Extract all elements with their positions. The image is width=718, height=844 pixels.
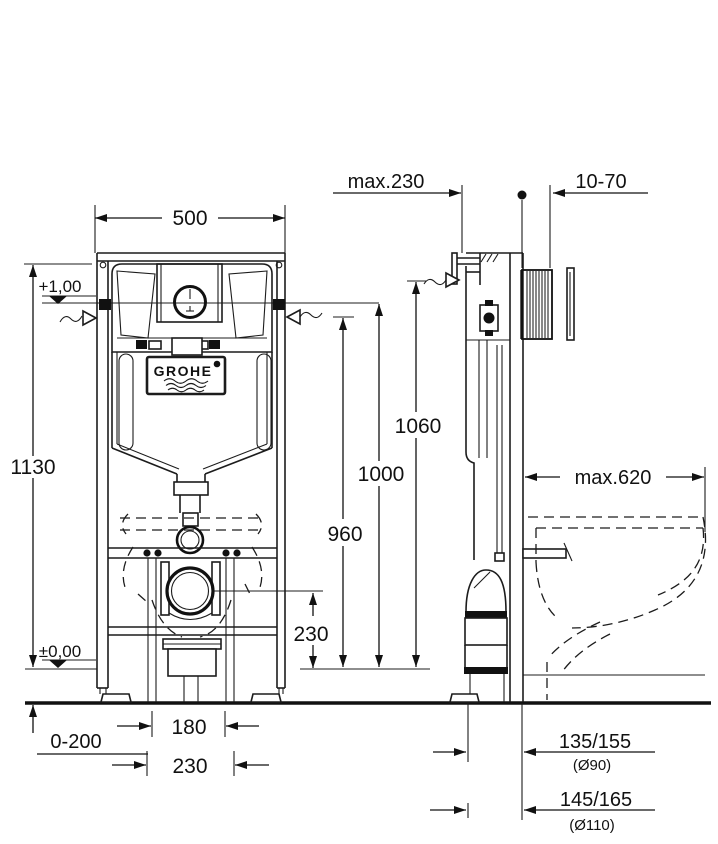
registered-mark-icon	[213, 360, 221, 368]
foot-plate-right	[249, 693, 283, 703]
dim-bowl-reach-label: max.620	[575, 467, 652, 489]
dim-1000-label: 1000	[358, 463, 405, 486]
level-triangle-icon	[49, 296, 67, 304]
foot-plate-side	[448, 693, 481, 703]
dim-wall-depth-label: max.230	[348, 171, 425, 193]
frame-feet	[99, 688, 284, 703]
squiggle-arrow-icon	[82, 309, 98, 327]
fixing-bolt-icon	[483, 312, 495, 324]
wall-anchor-right	[273, 299, 285, 310]
wall-bracket-side	[451, 252, 499, 285]
flush-plate-side	[566, 267, 575, 341]
dim-960-label: 960	[327, 523, 362, 546]
flush-valve-circle	[173, 285, 207, 319]
side-view	[448, 185, 707, 820]
fixing-stud	[522, 542, 573, 562]
dim-frame-height-label: 1130	[10, 456, 55, 479]
dim-drain-90: 135/155 (Ø90)	[433, 731, 655, 774]
dim-frame-width: 500	[94, 205, 286, 253]
actuator-housing	[520, 267, 575, 341]
level-zero-label: ±0,00	[39, 642, 81, 661]
dimensions: 500 1130 +1,00 ±0,00 0-200	[10, 171, 706, 834]
wall-anchor-left	[99, 299, 111, 310]
dim-drain-110-label: 145/165	[560, 789, 632, 811]
drain-refs	[467, 703, 523, 820]
dim-height-960: 960	[327, 316, 363, 667]
front-frame	[96, 252, 286, 689]
brand-logo-text: GROHE	[154, 363, 213, 379]
dim-1060-label: 1060	[395, 415, 442, 438]
level-mark-zero: ±0,00	[39, 642, 96, 668]
dim-height-1060: 1060	[395, 271, 461, 667]
dim-spacing-230: 230	[112, 751, 269, 778]
brand-plate: GROHE	[145, 355, 227, 396]
dim-foot-adjust: 0-200	[29, 705, 148, 755]
cistern-front	[111, 263, 273, 356]
level-top-label: +1,00	[38, 277, 81, 296]
dim-drain-90-label: 135/155	[559, 731, 631, 753]
dim-drain-90-dia-label: (Ø90)	[573, 757, 611, 774]
dim-outlet-height-label: 230	[293, 623, 328, 646]
dim-foot-adjust-label: 0-200	[50, 731, 101, 753]
wall-finish-arrows	[59, 308, 323, 327]
dim-spacing-180: 180	[117, 711, 259, 739]
cistern-side	[465, 266, 510, 562]
dim-drain-110: 145/165 (Ø110)	[430, 789, 655, 834]
reference-lines	[25, 295, 711, 705]
fixing-bars	[108, 547, 277, 702]
dim-height-1000: 1000	[358, 304, 405, 667]
outlet-elbow-front	[162, 638, 222, 702]
squiggle-arrow-icon	[445, 271, 461, 289]
dim-outlet-height: 230	[293, 593, 329, 668]
dim-drain-110-dia-label: (Ø110)	[569, 817, 615, 834]
logo-wave-icon	[163, 378, 209, 384]
dim-bowl-reach: max.620	[525, 467, 706, 532]
level-triangle-icon	[49, 660, 67, 668]
outlet-circle	[165, 566, 215, 616]
wall-plane-refs	[461, 185, 551, 268]
dim-spacing-230-label: 230	[172, 755, 207, 778]
outlet-elbow-side	[448, 569, 508, 703]
wall-plane-dot	[517, 190, 527, 200]
ceramic-dashed-band	[120, 513, 263, 535]
bowl-dashed-side	[528, 516, 707, 700]
dim-frame-height: 1130	[10, 263, 92, 667]
dim-plate-range-label: 10-70	[575, 171, 626, 193]
dim-plate-range: 10-70	[553, 171, 648, 197]
foot-plate-left	[99, 693, 133, 703]
outlet-front	[122, 546, 263, 638]
squiggle-arrow-icon	[285, 308, 301, 326]
tank-front	[111, 352, 273, 555]
dim-spacing-180-label: 180	[171, 716, 206, 739]
dim-wall-depth: max.230	[333, 171, 461, 197]
dim-frame-width-label: 500	[172, 207, 207, 230]
front-view: GROHE	[96, 252, 286, 703]
level-mark-top: +1,00	[38, 277, 82, 304]
